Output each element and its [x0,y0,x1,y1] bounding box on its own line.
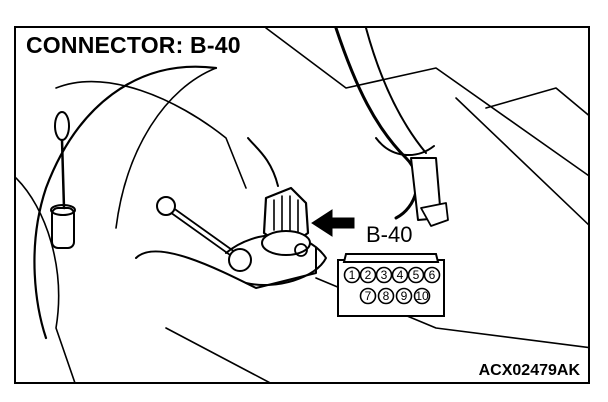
pin-label-4: 4 [397,268,404,282]
sensor-bolt [294,243,308,257]
pin-label-10: 10 [415,289,429,303]
sensor-ribs [273,195,299,241]
dipstick-tube [51,207,75,249]
pin-circle-4 [391,266,409,284]
wire-loop [33,65,218,340]
pin-circle-2 [359,266,377,284]
pin-label-8: 8 [383,289,390,303]
sensor-wire [247,137,279,187]
pin-label-9: 9 [401,289,408,303]
right-block-outline [485,87,588,116]
sensor-base [261,230,311,256]
page-title: CONNECTOR: B-40 [24,32,243,59]
pin-circle-8 [377,287,395,305]
pin-circle-3 [375,266,393,284]
rod-end-left [156,196,176,216]
callout-label: B-40 [366,222,412,247]
link-rod-inner [164,204,238,258]
pin-circle-6 [423,266,441,284]
hose-upper-inner [365,28,427,154]
arrow-left-icon [311,209,355,237]
dipstick-ring [54,111,70,141]
pin-label-3: 3 [381,268,388,282]
wire-loop-2 [115,67,217,229]
right-panel-outline [455,97,588,226]
pin-label-6: 6 [429,268,436,282]
pin-label-2: 2 [365,268,372,282]
dipstick-shaft [60,138,66,210]
pin-circle-7 [359,287,377,305]
pin-label-1: 1 [349,268,356,282]
pin-circle-1 [343,266,361,284]
dipstick-tube-cap [50,204,76,216]
engine-cover-outline [55,80,247,189]
pin-label-5: 5 [413,268,420,282]
pin-label-7: 7 [365,289,372,303]
pin-circle-5 [407,266,425,284]
left-housing-outline [16,177,76,382]
mount-flange [225,233,327,287]
lower-floor-outline [165,327,271,382]
pin-circle-10 [413,287,431,305]
harness-clip-tab [420,202,449,227]
hood-panel-outline [265,28,588,177]
pin-circle-9 [395,287,413,305]
rod-end-right [228,248,252,272]
figure-code: ACX02479AK [476,362,582,380]
hose-band [375,137,435,157]
bracket-body [135,247,317,289]
